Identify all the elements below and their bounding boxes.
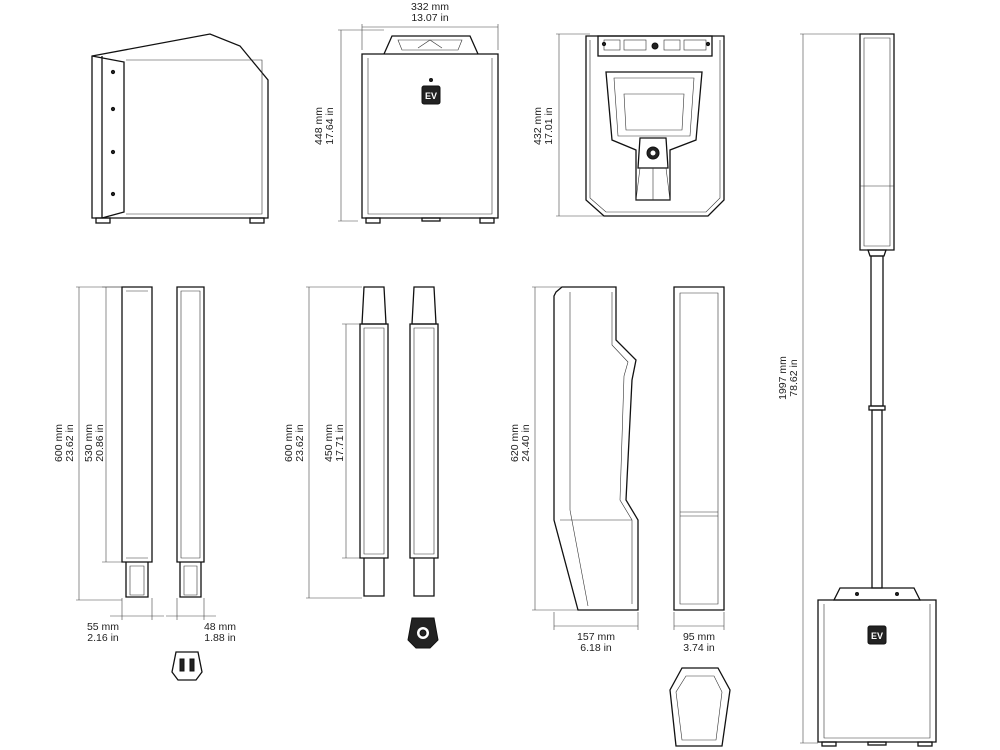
system-ev-logo-mark: EV <box>871 631 883 641</box>
col-lower-inner-mm-label: 530 mm <box>83 424 95 462</box>
ev-logo-badge <box>421 85 441 105</box>
col-mid-inner-mm-label: 450 mm <box>323 424 335 462</box>
sub-rear-height-in-label: 17.01 in <box>543 107 555 145</box>
col-mid-inner-in-label: 17.71 in <box>334 424 346 462</box>
sub-height-in-label: 17.64 in <box>324 107 336 145</box>
column-lower-views: 600 mm 23.62 in 530 mm 20.86 in 55 mm 2.… <box>53 286 236 681</box>
col-lower-length-in-label: 23.62 in <box>64 424 76 462</box>
col-lower-depth-mm-label: 48 mm <box>204 621 236 633</box>
col-lower-inner-in-label: 20.86 in <box>94 424 106 462</box>
total-height-in-label: 78.62 in <box>788 359 800 397</box>
column-top-views: 620 mm 24.40 in 157 mm 6.18 in 95 mm 3.7… <box>509 286 731 747</box>
col-top-width-mm-label: 95 mm <box>683 631 715 643</box>
col-top-depth-in-label: 6.18 in <box>580 642 612 654</box>
col-top-depth-mm-label: 157 mm <box>577 631 615 643</box>
column-mid-views: 600 mm 23.62 in 450 mm 17.71 in <box>283 286 439 649</box>
sub-width-in-label: 13.07 in <box>411 12 449 24</box>
subwoofer-front-view: 332 mm 13.07 in 448 mm 17.64 in EV <box>313 1 499 224</box>
col-lower-width-mm-label: 55 mm <box>87 621 119 633</box>
total-height-mm-label: 1997 mm <box>777 356 789 400</box>
sub-width-mm-label: 332 mm <box>411 1 449 13</box>
col-top-length-in-label: 24.40 in <box>520 424 532 462</box>
system-ev-logo-badge <box>867 625 887 645</box>
col-lower-length-mm-label: 600 mm <box>53 424 65 462</box>
col-mid-length-in-label: 23.62 in <box>294 424 306 462</box>
col-top-length-mm-label: 620 mm <box>509 424 521 462</box>
subwoofer-rear-view: 432 mm 17.01 in <box>532 33 725 217</box>
col-lower-depth-in-label: 1.88 in <box>204 632 236 644</box>
subwoofer-side-view <box>91 33 269 224</box>
col-top-width-in-label: 3.74 in <box>683 642 715 654</box>
ev-logo-mark: EV <box>425 91 437 101</box>
col-mid-length-mm-label: 600 mm <box>283 424 295 462</box>
col-lower-width-in-label: 2.16 in <box>87 632 119 644</box>
sub-rear-height-mm-label: 432 mm <box>532 107 544 145</box>
assembled-system-view: 1997 mm 78.62 in EV <box>777 33 937 747</box>
sub-height-mm-label: 448 mm <box>313 107 325 145</box>
